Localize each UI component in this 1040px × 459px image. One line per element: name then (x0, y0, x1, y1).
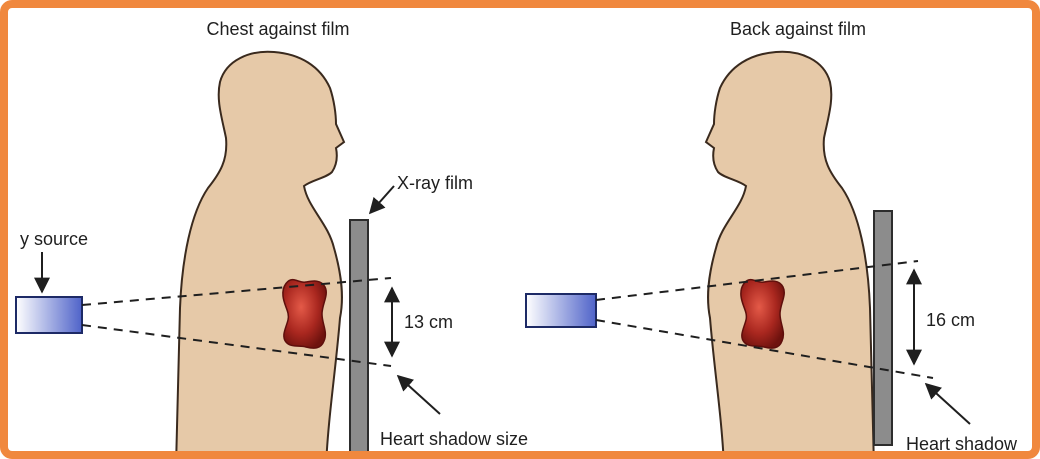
xray-diagram: Chest against film 13 cm y source X-ray … (8, 8, 1040, 459)
right-panel: Back against film 16 cm Heart shadow (526, 19, 1018, 459)
right-xray-source (526, 294, 596, 327)
left-film-arrow (370, 186, 394, 213)
left-xray-source (16, 297, 82, 333)
left-source-label: y source (20, 229, 88, 249)
right-heart (741, 280, 784, 348)
right-shadow-label: Heart shadow (906, 434, 1018, 454)
left-panel: Chest against film 13 cm y source X-ray … (16, 19, 528, 459)
left-body-silhouette (176, 52, 344, 459)
left-film-label: X-ray film (397, 173, 473, 193)
left-xray-film (350, 220, 368, 454)
left-shadow-arrow (398, 376, 440, 414)
right-panel-title: Back against film (730, 19, 866, 39)
left-panel-title: Chest against film (206, 19, 349, 39)
left-heart (283, 280, 326, 348)
right-xray-film (874, 211, 892, 445)
left-shadow-label: Heart shadow size (380, 429, 528, 449)
right-body-silhouette (706, 52, 874, 459)
right-shadow-arrow (926, 384, 970, 424)
left-measure-label: 13 cm (404, 312, 453, 332)
right-measure-label: 16 cm (926, 310, 975, 330)
